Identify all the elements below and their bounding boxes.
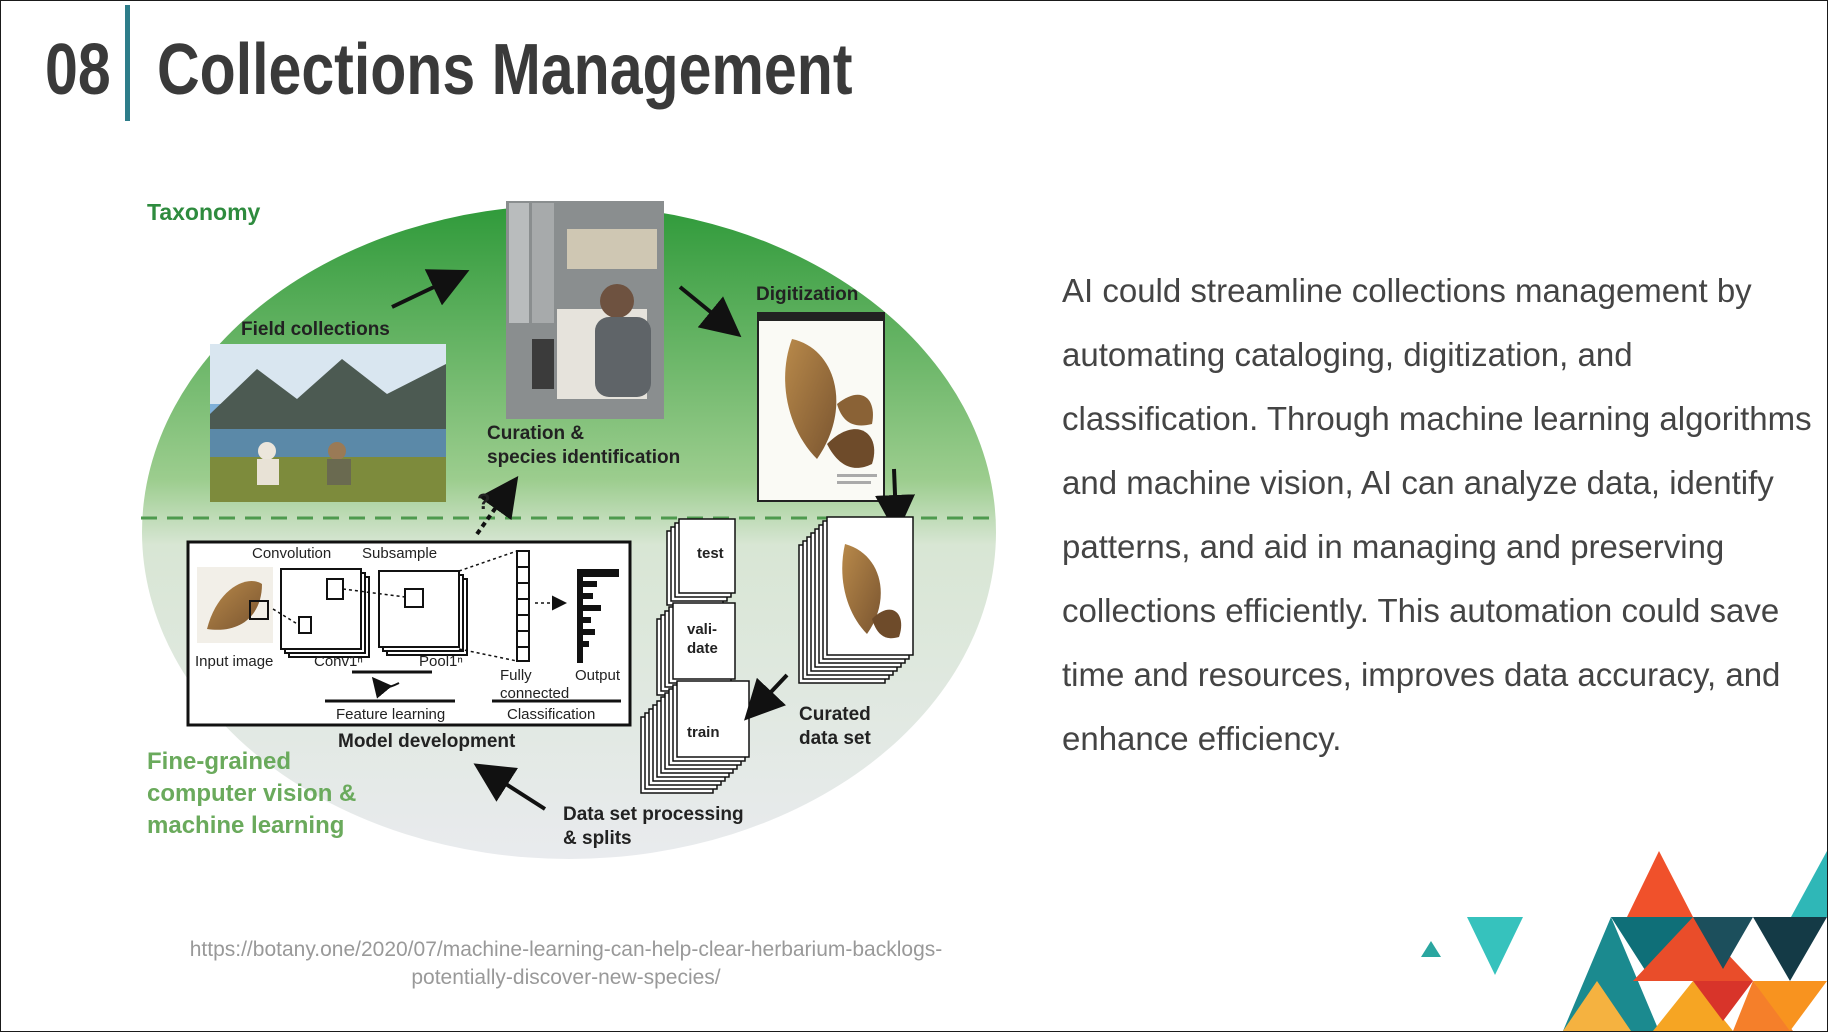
convolution-label: Convolution	[252, 545, 331, 562]
fine-grained-label-2: computer vision &	[147, 780, 356, 807]
fully-connected-label-2: connected	[500, 685, 569, 702]
question-mark: ?	[477, 489, 490, 514]
herbarium-sheet	[757, 312, 885, 502]
field-collections-label: Field collections	[241, 319, 390, 340]
curated-label-1: Curated	[799, 704, 871, 725]
output-label: Output	[575, 667, 621, 684]
digitization-label: Digitization	[756, 284, 858, 305]
source-url-line-1[interactable]: https://botany.one/2020/07/machine-learn…	[189, 938, 943, 961]
train-label: train	[687, 724, 720, 741]
processing-label-1: Data set processing	[563, 804, 744, 825]
input-image-label: Input image	[195, 653, 273, 670]
test-stack	[666, 518, 736, 606]
fully-connected-column	[516, 550, 530, 662]
slide-title: Collections Management	[157, 30, 853, 110]
processing-label-2: & splits	[563, 828, 632, 849]
decorative-triangles	[1421, 851, 1827, 1031]
feature-learning-label: Feature learning	[336, 706, 445, 723]
conv1-stack	[280, 568, 370, 658]
curated-stack	[798, 516, 914, 684]
model-development-label: Model development	[338, 731, 516, 752]
validate-label-1: vali-	[687, 621, 717, 638]
pool1-stack	[378, 570, 468, 656]
fully-connected-label-1: Fully	[500, 667, 532, 684]
validate-label-2: date	[687, 640, 718, 657]
classification-label: Classification	[507, 706, 595, 723]
curation-label-1: Curation &	[487, 423, 584, 444]
curated-label-2: data set	[799, 728, 871, 749]
ml-collections-diagram: Taxonomy Field collections Curation &	[141, 199, 997, 859]
fine-grained-label-3: machine learning	[147, 812, 344, 839]
test-label: test	[697, 545, 724, 562]
slide-number: 08	[45, 30, 111, 110]
taxonomy-label: Taxonomy	[147, 199, 261, 225]
body-text: AI could streamline collections manageme…	[1062, 272, 1812, 757]
subsample-label: Subsample	[362, 545, 437, 562]
output-bars	[577, 569, 619, 663]
train-stack	[640, 680, 750, 794]
source-url-line-2[interactable]: potentially-discover-new-species/	[411, 966, 721, 989]
curation-photo	[506, 201, 664, 419]
pool1-label: Pool1ⁿ	[419, 653, 463, 670]
fine-grained-label-1: Fine-grained	[147, 748, 291, 775]
conv1-label: Conv1ⁿ	[314, 653, 363, 670]
curation-label-2: species identification	[487, 447, 680, 468]
field-collections-photo	[210, 344, 446, 502]
title-divider	[125, 5, 130, 121]
source-citation[interactable]: https://botany.one/2020/07/machine-learn…	[131, 936, 1001, 992]
